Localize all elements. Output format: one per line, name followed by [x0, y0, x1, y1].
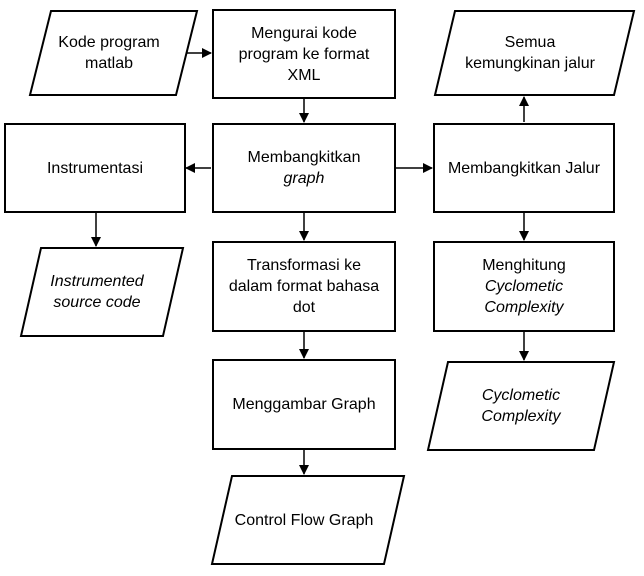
shape-instrumented-source — [19, 247, 185, 337]
instrumentasi-label: Instrumentasi — [46, 159, 144, 177]
label-kode-program: Kode program matlab — [36, 11, 182, 95]
instrumented-source-line-2: source code — [53, 294, 141, 311]
shape-semua-jalur — [433, 10, 636, 96]
menghitung-line-3: Complexity — [484, 299, 564, 316]
menghitung-line-1: Menghitung — [482, 257, 566, 274]
shape-cyclometic-output — [426, 361, 616, 451]
membangkitkan-graph-line-1: Membangkitkan — [247, 149, 361, 166]
menghitung-line-2: Cyclometic — [484, 278, 564, 295]
label-cyclometic-output: Cyclometic Complexity — [438, 362, 604, 450]
control-flow-label: Control Flow Graph — [234, 511, 374, 529]
kode-program-line-1: Kode program — [58, 34, 160, 51]
cyclometic-output-line-2: Complexity — [481, 408, 561, 425]
box-membangkitkan-graph: Membangkitkan graph — [212, 123, 396, 213]
transformasi-line-2: dalam format bahasa — [228, 278, 380, 295]
box-menghitung: Menghitung Cyclometic Complexity — [433, 241, 615, 332]
membangkitkan-jalur-label: Membangkitkan Jalur — [447, 159, 601, 177]
box-membangkitkan-jalur: Membangkitkan Jalur — [433, 123, 615, 213]
mengurai-line-1: Mengurai kode — [251, 24, 357, 42]
shape-control-flow — [210, 475, 406, 565]
membangkitkan-graph-line-2: graph — [283, 170, 325, 187]
label-control-flow: Control Flow Graph — [216, 476, 392, 564]
box-instrumentasi: Instrumentasi — [4, 123, 186, 213]
box-transformasi: Transformasi ke dalam format bahasa dot — [212, 241, 396, 332]
box-menggambar: Menggambar Graph — [212, 359, 396, 450]
label-semua-jalur: Semua kemungkinan jalur — [440, 11, 620, 95]
semua-jalur-line-1: Semua — [504, 34, 556, 51]
shape-kode-program — [28, 10, 199, 96]
semua-jalur-line-2: kemungkinan jalur — [465, 55, 595, 72]
transformasi-line-3: dot — [292, 299, 316, 316]
kode-program-line-2: matlab — [84, 55, 134, 72]
box-mengurai: Mengurai kode program ke format XML — [212, 9, 396, 99]
instrumented-source-line-1: Instrumented — [50, 273, 144, 290]
mengurai-line-3: XML — [287, 66, 321, 84]
transformasi-line-1: Transformasi ke — [246, 257, 362, 274]
mengurai-line-2: program ke format — [238, 45, 370, 63]
menggambar-label: Menggambar Graph — [232, 396, 376, 413]
cyclometic-output-line-1: Cyclometic — [481, 387, 561, 404]
label-instrumented-source: Instrumented source code — [26, 248, 168, 336]
